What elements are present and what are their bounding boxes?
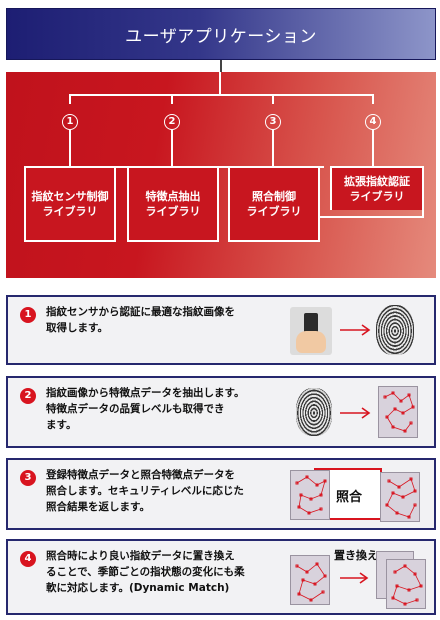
step-2-text: 指紋画像から特徴点データを抽出します。 特徴点データの品質レベルも取得でき ます… (46, 385, 276, 433)
library-3-line1: 照合制御 (252, 190, 296, 203)
minutiae-points-icon (383, 391, 415, 433)
matching-label: 照合 (336, 490, 363, 505)
step-2-line-2: 特徴点データの品質レベルも取得でき (46, 403, 225, 415)
bus-drop-4 (372, 94, 374, 104)
step-4-line-1: 照合時により良い指紋データに置き換え (46, 550, 235, 562)
step-1-line-1: 指紋センサから認証に最適な指紋画像を (46, 306, 235, 318)
step-badge-3: 3 (20, 470, 36, 486)
library-2-line1: 特徴点抽出 (145, 190, 201, 203)
library-number-3: 3 (265, 114, 281, 130)
step-3-line-3: 照合結果を返します。 (46, 501, 150, 513)
drop-4 (372, 130, 374, 166)
drop-3 (272, 130, 274, 166)
registered-minutiae-icon (290, 470, 330, 520)
fingerprint-image-icon (376, 305, 414, 355)
extension-outline-right (422, 166, 424, 218)
step-1-text: 指紋センサから認証に最適な指紋画像を 取得します。 (46, 304, 276, 336)
step-card-3: 3 登録特徴点データと照合特徴点データを 照合します。セキュリティレベルに応じた… (6, 458, 436, 530)
arrow-right-icon (340, 572, 369, 584)
bus-drop-1 (69, 94, 71, 104)
bus-drop-2 (171, 94, 173, 104)
bus-drop-3 (272, 94, 274, 104)
step-card-4: 4 照合時により良い指紋データに置き換え ることで、季節ごとの指状態の変化にも柔… (6, 539, 436, 615)
minutiae-points-icon (391, 564, 423, 606)
matching-control-library: 照合制御 ライブラリ (228, 166, 320, 242)
drop-1 (69, 130, 71, 166)
step-4-text: 照合時により良い指紋データに置き換え ることで、季節ごとの指状態の変化にも柔 軟… (46, 548, 276, 596)
step-2-line-3: ます。 (46, 419, 77, 431)
step-3-line-1: 登録特徴点データと照合特徴点データを (46, 469, 235, 481)
user-application-bar: ユーザアプリケーション (6, 8, 436, 60)
user-application-title: ユーザアプリケーション (125, 26, 317, 47)
bus-vertical-main (219, 72, 221, 94)
fingerprint-sensor-control-library: 指紋センサ制御 ライブラリ (24, 166, 116, 242)
step-card-2: 2 指紋画像から特徴点データを抽出します。 特徴点データの品質レベルも取得でき … (6, 376, 436, 448)
extended-fingerprint-auth-library: 拡張指紋認証 ライブラリ (330, 166, 424, 210)
minutiae-points-icon (295, 562, 327, 602)
arrow-right-icon (340, 324, 371, 336)
library-1-line1: 指紋センサ制御 (31, 190, 109, 203)
extension-outline-bottom (320, 216, 424, 218)
minutiae-data-icon (378, 386, 418, 438)
library-1-line2: ライブラリ (42, 205, 98, 218)
step-4-line-3: 軟に対応します。(Dynamic Match) (46, 582, 230, 594)
step-2-line-1: 指紋画像から特徴点データを抽出します。 (46, 387, 245, 399)
library-number-1: 1 (62, 114, 78, 130)
minutiae-points-icon (295, 475, 327, 515)
feature-point-extraction-library: 特徴点抽出 ライブラリ (127, 166, 219, 242)
step-badge-4: 4 (20, 551, 36, 567)
step-3-line-2: 照合します。セキュリティレベルに応じた (46, 485, 244, 497)
step-badge-1: 1 (20, 307, 36, 323)
new-minutiae-icon (386, 559, 426, 609)
library-4-line1: 拡張指紋認証 (344, 175, 410, 188)
bus-horizontal (69, 94, 374, 96)
step-4-line-2: ることで、季節ごとの指状態の変化にも柔 (46, 566, 245, 578)
library-number-2: 2 (164, 114, 180, 130)
step-3-text: 登録特徴点データと照合特徴点データを 照合します。セキュリティレベルに応じた 照… (46, 467, 276, 515)
old-minutiae-icon (290, 555, 330, 605)
step-1-line-2: 取得します。 (46, 322, 108, 334)
library-3-line2: ライブラリ (246, 205, 302, 218)
arrow-right-icon (340, 407, 371, 419)
replace-label: 置き換え (334, 549, 378, 562)
probe-minutiae-icon (380, 472, 420, 522)
header-connector (220, 60, 222, 72)
library-number-4: 4 (365, 114, 381, 130)
minutiae-points-icon (385, 477, 417, 519)
library-4-line2: ライブラリ (349, 190, 405, 203)
fingerprint-image-icon (296, 388, 332, 436)
drop-2 (171, 130, 173, 166)
library-2-line2: ライブラリ (145, 205, 201, 218)
step-card-1: 1 指紋センサから認証に最適な指紋画像を 取得します。 (6, 295, 436, 365)
fingerprint-sensor-icon (290, 307, 332, 355)
step-badge-2: 2 (20, 388, 36, 404)
library-architecture-panel: 1 2 3 4 指紋センサ制御 ライブラリ 特徴点抽出 ライブラリ 照合制御 ラ… (6, 72, 436, 278)
